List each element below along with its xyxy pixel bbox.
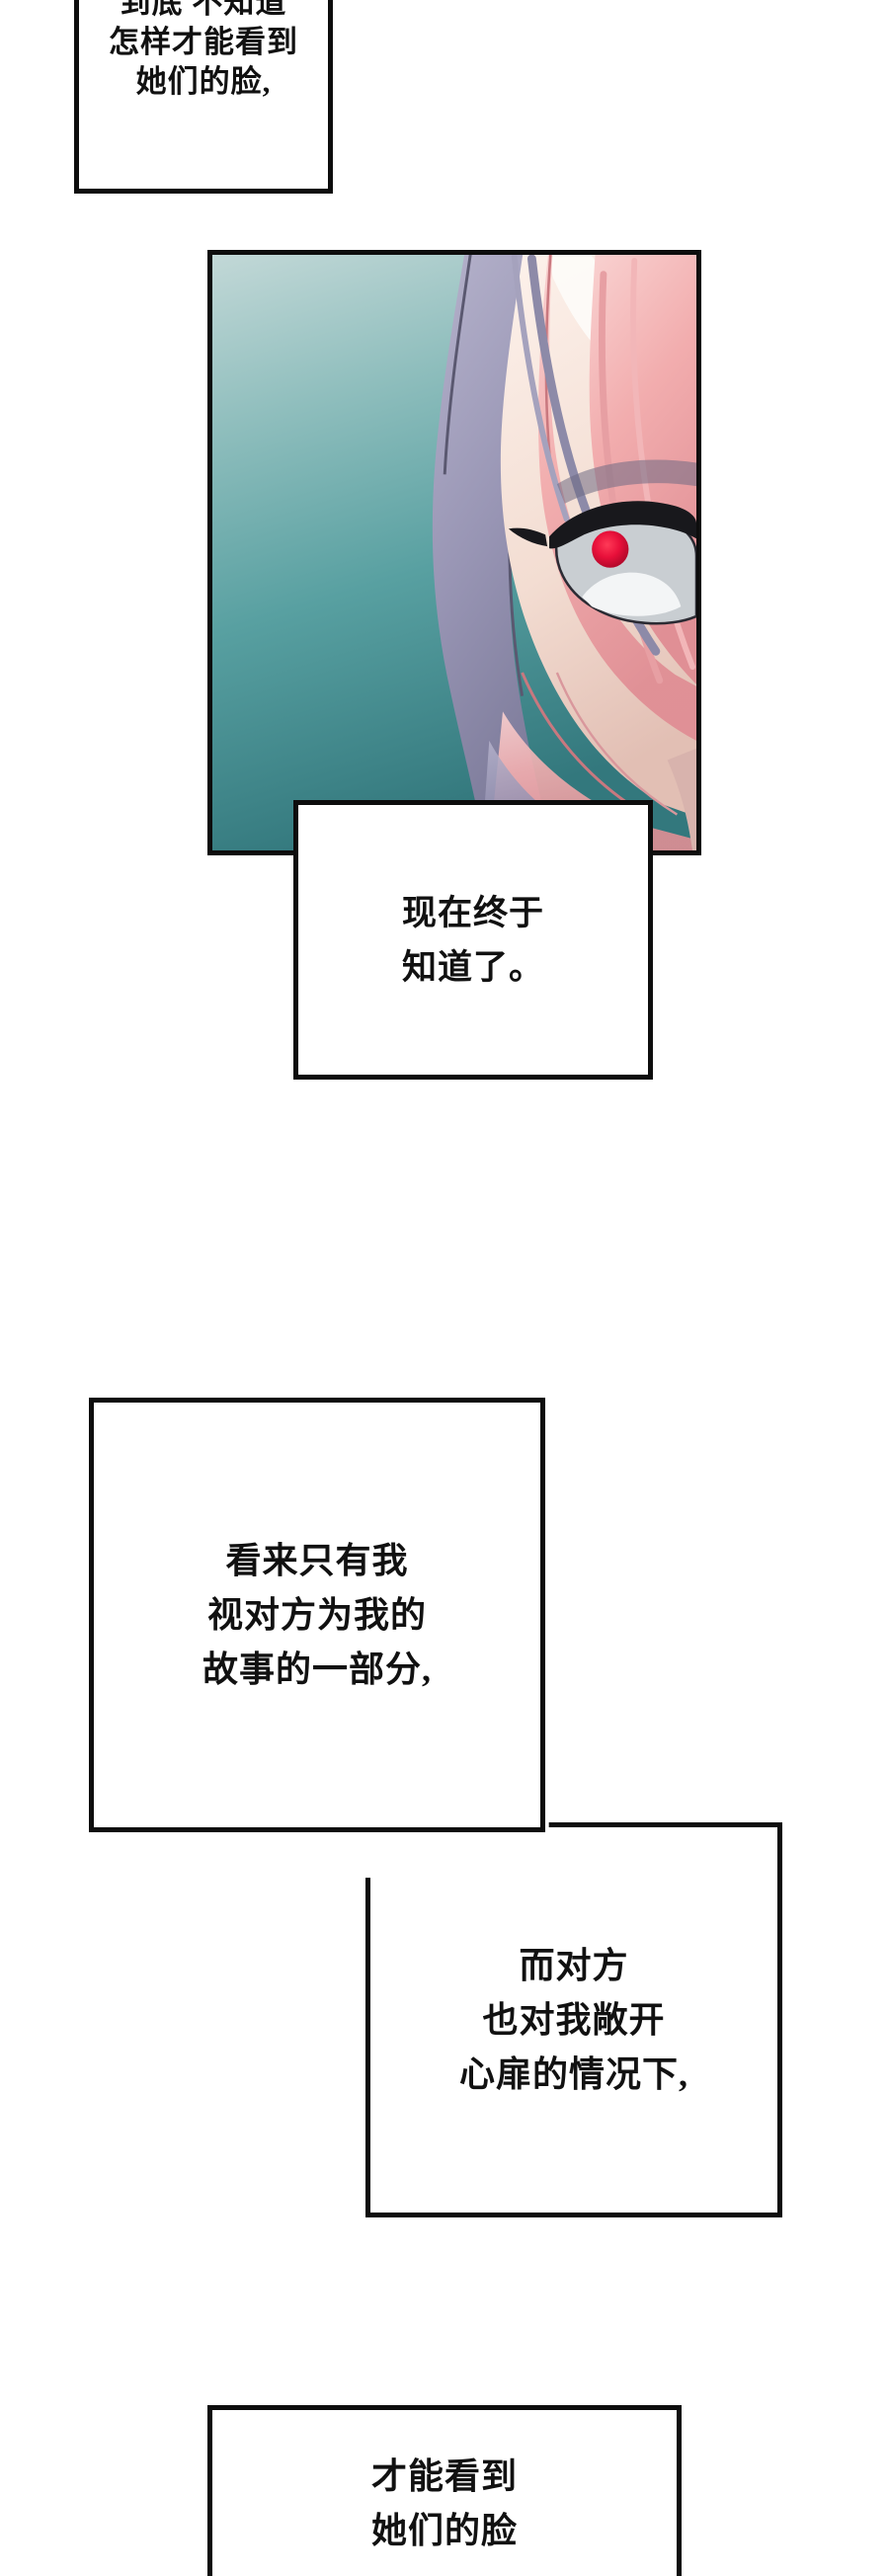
bubble-line: 她们的脸 — [370, 2511, 518, 2550]
hair-line-lower-1 — [521, 672, 643, 814]
speech-bubble-only-me: 看来只有我 视对方为我的 故事的一部分, — [89, 1398, 545, 1832]
bubble-line: 才能看到 — [370, 2456, 518, 2496]
hair-strand-lavender-face-2 — [511, 255, 570, 523]
bubble-notched-frame — [365, 1822, 782, 2217]
eye-lash-tail — [508, 527, 548, 547]
eye-lower-highlight — [582, 572, 682, 616]
hair-outline-lav-1 — [443, 255, 472, 475]
speech-bubble-finally-see: 才能看到 她们的脸 — [207, 2405, 682, 2576]
hair-pink-bang-front — [538, 255, 696, 741]
bubble-line: 心扉的情况下, — [458, 2053, 688, 2094]
speech-bubble-now: 现在终于 知道了。 — [293, 800, 653, 1080]
bubble-line: 看来只有我 — [225, 1540, 409, 1580]
eye-pupil-red — [592, 530, 629, 568]
eye-upper-lash — [549, 501, 696, 549]
character-eye — [508, 501, 696, 625]
bubble-line: 视对方为我的 — [206, 1594, 427, 1635]
character-illustration — [212, 255, 696, 850]
speech-bubble-other-side: 而对方 也对我敞开 心扉的情况下, — [365, 1822, 782, 2217]
bubble-line: 而对方 — [519, 1945, 629, 1985]
character-art-panel — [207, 250, 701, 855]
bubble-line: 故事的一部分, — [202, 1649, 432, 1689]
hair-shadow-above-eye — [556, 459, 696, 504]
hair-line-lower-2 — [555, 672, 679, 816]
bubble-line: 也对我敞开 — [482, 1999, 666, 2040]
bubble-line: 到底 不知道 — [120, 0, 287, 20]
bubble-line: 知道了。 — [401, 947, 544, 987]
neck-shadow — [667, 748, 696, 850]
bubble-line: 怎样才能看到 — [109, 25, 298, 59]
bubble-line: 她们的脸, — [135, 64, 272, 99]
bubble-text-group: 而对方 也对我敞开 心扉的情况下, — [365, 1822, 782, 2217]
speech-bubble-opening: 到底 不知道 怎样才能看到 她们的脸, — [74, 0, 333, 194]
bubble-line: 现在终于 — [401, 893, 544, 932]
